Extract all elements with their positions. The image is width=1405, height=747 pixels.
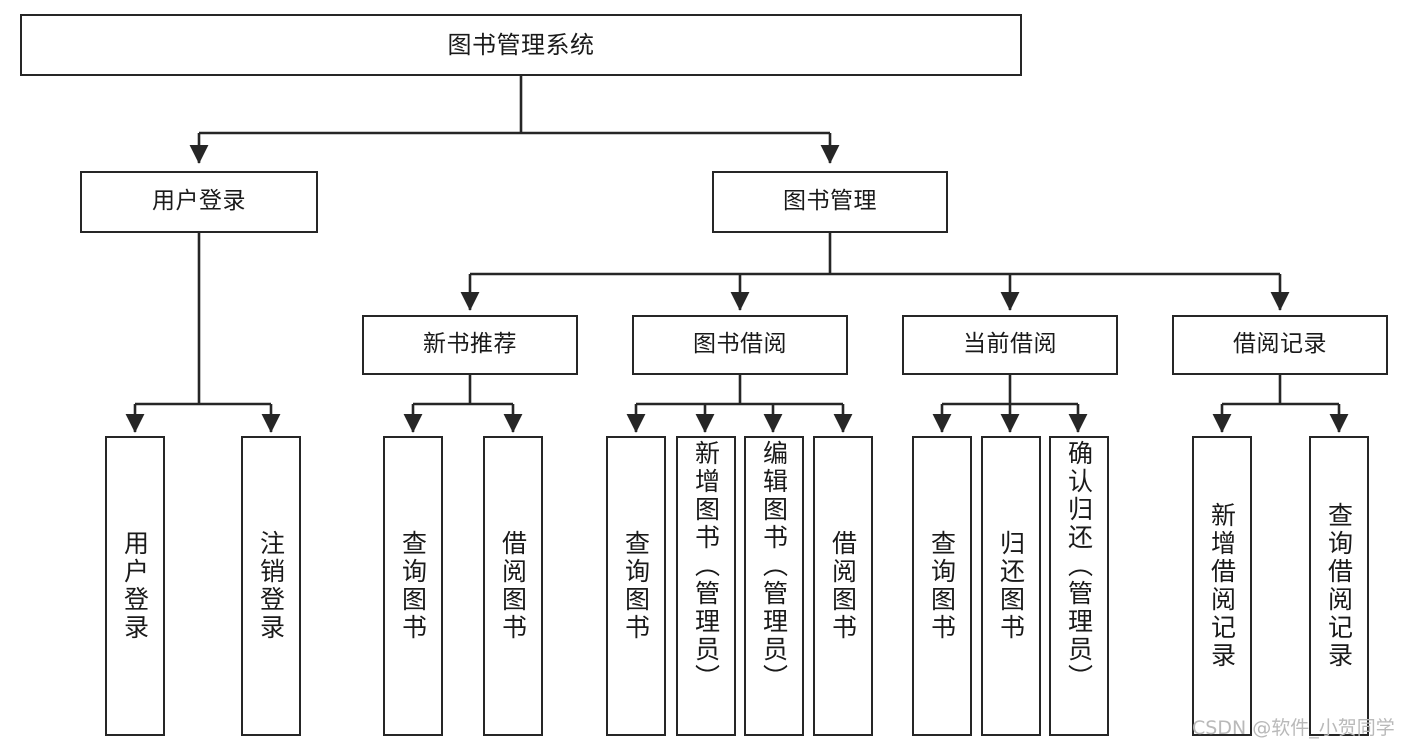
node-label: 图书管理系统 (447, 30, 595, 59)
leaf-user-login-logout[interactable]: 注销登录 (241, 436, 301, 736)
leaf-book-borrow-add[interactable]: 新增图书（管理员） (676, 436, 736, 736)
leaf-book-borrow-query[interactable]: 查询图书 (606, 436, 666, 736)
leaf-current-borrow-confirm[interactable]: 确认归还（管理员） (1049, 436, 1109, 736)
node-label: 借阅图书 (828, 530, 858, 642)
node-label: 查询借阅记录 (1324, 502, 1354, 670)
node-label: 图书管理 (783, 188, 877, 215)
node-book-borrow[interactable]: 图书借阅 (632, 315, 848, 375)
node-label: 新增借阅记录 (1207, 502, 1237, 670)
node-label: 借阅图书 (498, 530, 528, 642)
leaf-current-borrow-query[interactable]: 查询图书 (912, 436, 972, 736)
node-label: 用户登录 (120, 530, 150, 642)
leaf-book-borrow-edit[interactable]: 编辑图书（管理员） (744, 436, 804, 736)
node-user-login[interactable]: 用户登录 (80, 171, 318, 233)
leaf-new-book-borrow[interactable]: 借阅图书 (483, 436, 543, 736)
node-new-book-recommend[interactable]: 新书推荐 (362, 315, 578, 375)
node-borrow-record[interactable]: 借阅记录 (1172, 315, 1388, 375)
node-label: 编辑图书（管理员） (759, 440, 789, 692)
node-label: 新书推荐 (423, 331, 517, 358)
node-label: 图书借阅 (693, 331, 787, 358)
node-label: 查询图书 (927, 530, 957, 642)
leaf-borrow-record-query[interactable]: 查询借阅记录 (1309, 436, 1369, 736)
node-label: 查询图书 (398, 530, 428, 642)
node-label: 归还图书 (996, 530, 1026, 642)
node-label: 借阅记录 (1233, 331, 1327, 358)
node-label: 查询图书 (621, 530, 651, 642)
leaf-book-borrow-borrow[interactable]: 借阅图书 (813, 436, 873, 736)
node-current-borrow[interactable]: 当前借阅 (902, 315, 1118, 375)
node-root-system[interactable]: 图书管理系统 (20, 14, 1022, 76)
node-label: 确认归还（管理员） (1064, 440, 1094, 692)
csdn-watermark: CSDN @软件_小贺同学 (1192, 717, 1395, 739)
node-label: 用户登录 (152, 188, 246, 215)
node-label: 新增图书（管理员） (691, 440, 721, 692)
node-label: 当前借阅 (963, 331, 1057, 358)
leaf-new-book-query[interactable]: 查询图书 (383, 436, 443, 736)
leaf-user-login-login[interactable]: 用户登录 (105, 436, 165, 736)
node-book-management[interactable]: 图书管理 (712, 171, 948, 233)
leaf-current-borrow-return[interactable]: 归还图书 (981, 436, 1041, 736)
node-label: 注销登录 (256, 530, 286, 642)
leaf-borrow-record-add[interactable]: 新增借阅记录 (1192, 436, 1252, 736)
